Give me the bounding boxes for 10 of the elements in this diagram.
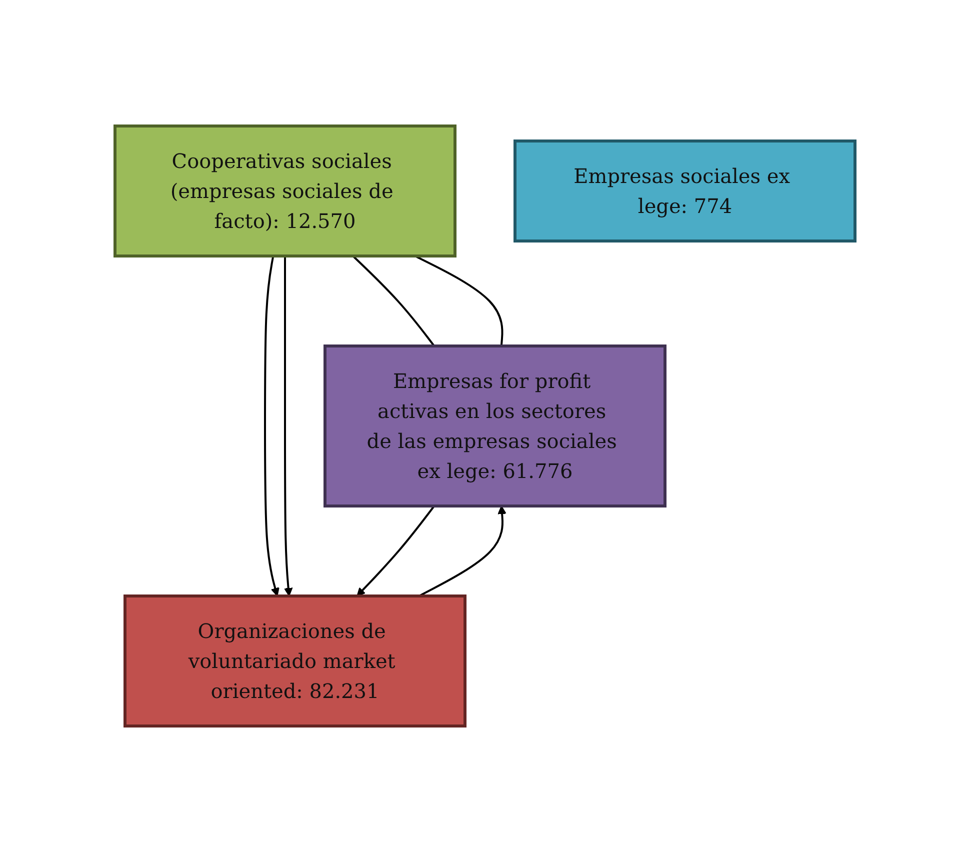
arrow — [284, 256, 293, 596]
arrow — [418, 505, 506, 596]
node-box: Empresas sociales ex lege: 774 — [514, 139, 856, 242]
node-box: Empresas for profit activas en los sectores de las empresas sociales ex lege: 61.776 — [324, 344, 666, 507]
node-box: Organizaciones de voluntariado market oriented: 82.231 — [124, 594, 466, 727]
connector — [352, 254, 435, 346]
connector — [414, 254, 504, 346]
arrow — [356, 504, 435, 596]
arrow — [264, 255, 280, 596]
node-box: Cooperativas sociales (empresas sociales de facto): 12.570 — [114, 124, 456, 257]
